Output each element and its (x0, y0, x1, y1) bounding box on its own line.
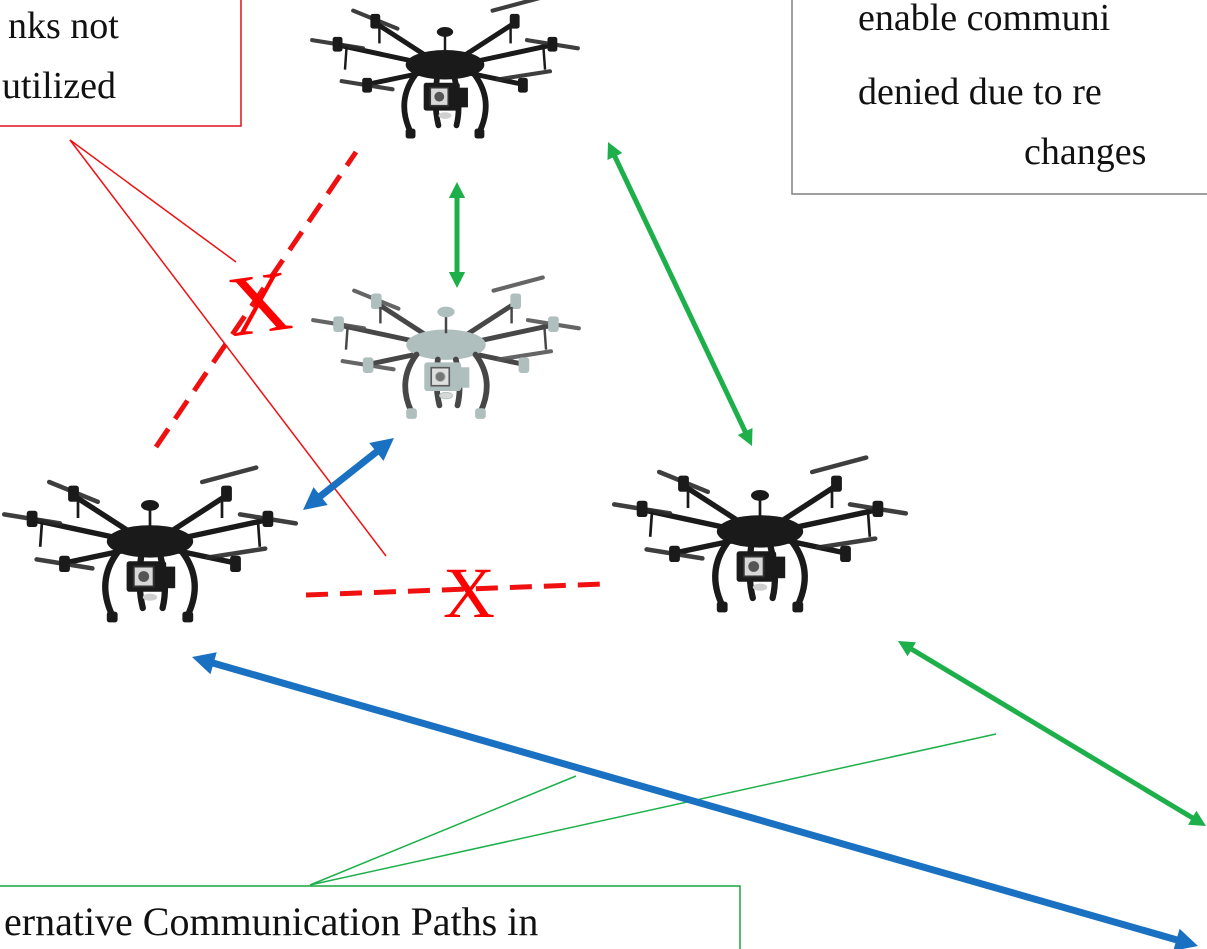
broken-link-x-lower: X (443, 553, 495, 633)
alternative-paths-callout: ernative Communication Paths in (0, 885, 741, 949)
link-ghost-to-left (303, 438, 394, 510)
broken-link-x-upper: X (222, 252, 297, 356)
denied-comms-callout: enable communi denied due to re changes (791, 0, 1207, 195)
alternative-paths-pointers (309, 733, 997, 886)
hexacopter-drone-icon (614, 458, 906, 613)
unused-links-line2: utilized (2, 65, 116, 107)
alternative-paths-line1: ernative Communication Paths in (4, 899, 538, 944)
hexacopter-drone-icon (4, 468, 296, 623)
unused-links-line1: nks not (8, 5, 119, 47)
ghost-hexacopter-drone-icon (313, 277, 579, 418)
link-right-to-offscreen (898, 641, 1206, 826)
denied-comms-line2: denied due to re (858, 71, 1102, 113)
communication-links (192, 142, 1206, 949)
broken-link-lower (305, 581, 605, 598)
broken-links (153, 150, 605, 598)
unused-links-callout: nks not utilized (0, 0, 242, 127)
hexacopter-drone-icon (312, 0, 578, 139)
link-top-to-ghost (448, 182, 466, 288)
broken-link-upper (153, 150, 359, 449)
link-left-to-offscreen (192, 652, 1198, 949)
denied-comms-line1: enable communi (858, 0, 1110, 39)
denied-comms-line3: changes (1024, 131, 1146, 173)
link-top-to-right (607, 142, 753, 446)
